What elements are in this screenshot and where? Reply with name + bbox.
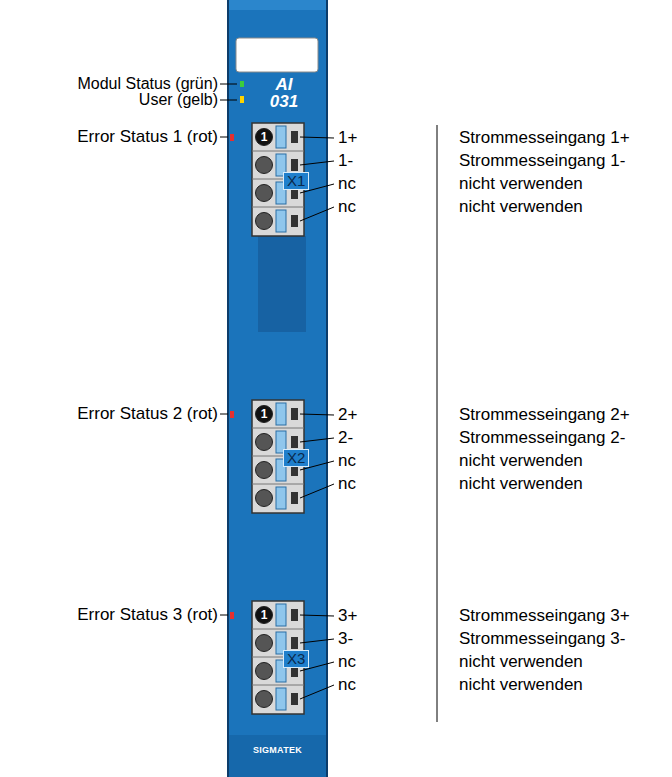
spring-clamp: [276, 126, 286, 148]
pin-name: nc: [338, 451, 356, 471]
pin-description: Strommesseingang 3-: [459, 629, 625, 649]
pin-name: 1+: [338, 128, 357, 148]
led-red: [230, 411, 234, 418]
release-button: [256, 490, 273, 507]
error-led-label: Error Status 3 (rot): [77, 605, 218, 625]
led-yellow: [240, 96, 244, 103]
wire-entry: [291, 131, 298, 143]
pin-description: nicht verwenden: [459, 675, 583, 695]
pin-description: Strommesseingang 2-: [459, 428, 625, 448]
spring-clamp: [276, 487, 286, 509]
pin-description: nicht verwenden: [459, 174, 583, 194]
pin-name: nc: [338, 474, 356, 494]
wire-entry: [291, 215, 298, 227]
leader-line: [220, 414, 228, 415]
pin-description: Strommesseingang 2+: [459, 405, 630, 425]
release-button: [256, 663, 273, 680]
led-green: [240, 81, 244, 87]
separator-line: [437, 125, 438, 722]
label-window: [236, 38, 318, 72]
wire-entry: [291, 159, 298, 171]
release-button: [256, 434, 273, 451]
leader-line: [300, 615, 334, 616]
wire-entry: [291, 637, 298, 649]
pin-number: 1: [261, 407, 268, 421]
release-button: [256, 406, 273, 423]
status-label: User (gelb): [139, 90, 218, 110]
release-button: [256, 129, 273, 146]
pin-name: 1-: [338, 151, 353, 171]
release-button: [256, 462, 273, 479]
terminal-divider: [252, 428, 304, 429]
pin-name: nc: [338, 197, 356, 217]
leader-line: [220, 615, 228, 616]
spring-clamp: [276, 604, 286, 626]
release-button: [256, 691, 273, 708]
error-led-label: Error Status 1 (rot): [77, 127, 218, 147]
leader-line: [300, 685, 334, 699]
wire-entry: [291, 693, 298, 705]
connector-label: X2: [283, 449, 309, 467]
terminal-divider: [252, 685, 304, 686]
leader-line: [300, 438, 334, 442]
pin-description: Strommesseingang 1+: [459, 128, 630, 148]
pin-name: nc: [338, 652, 356, 672]
connector-label: X3: [283, 650, 309, 668]
wire-entry: [291, 492, 298, 504]
module-type: AI 031: [262, 76, 306, 110]
leader-line: [300, 161, 334, 165]
io-module: AI 031SIGMATEK: [228, 0, 327, 777]
pin-description: nicht verwenden: [459, 652, 583, 672]
leader-line: [300, 639, 334, 643]
spring-clamp: [276, 210, 286, 232]
leader-line: [220, 100, 237, 101]
terminal-divider: [252, 207, 304, 208]
pin-description: nicht verwenden: [459, 474, 583, 494]
module-cap: [229, 0, 326, 10]
wire-entry: [291, 408, 298, 420]
pin-description: nicht verwenden: [459, 197, 583, 217]
leader-line: [220, 137, 228, 138]
brand-name: SIGMATEK: [228, 744, 327, 756]
leader-line: [300, 137, 334, 138]
leader-line: [220, 84, 237, 85]
led-red: [230, 612, 234, 619]
release-button: [256, 157, 273, 174]
module-body: [228, 0, 327, 777]
release-button: [256, 185, 273, 202]
spring-clamp: [276, 403, 286, 425]
wire-entry: [291, 609, 298, 621]
release-button: [256, 213, 273, 230]
module-foot: [229, 735, 326, 777]
pin-name: 2-: [338, 428, 353, 448]
pin-name: nc: [338, 675, 356, 695]
pin-name: 2+: [338, 405, 357, 425]
terminal-divider: [252, 484, 304, 485]
leader-line: [300, 484, 334, 498]
connector-label: X1: [283, 172, 309, 190]
pin-number: 1: [261, 608, 268, 622]
pin-description: Strommesseingang 3+: [459, 606, 630, 626]
leader-line: [300, 414, 334, 415]
pin-name: nc: [338, 174, 356, 194]
led-red: [230, 134, 234, 141]
pin-description: Strommesseingang 1-: [459, 151, 625, 171]
spring-clamp: [276, 688, 286, 710]
pin-description: nicht verwenden: [459, 451, 583, 471]
leader-line: [300, 207, 334, 221]
error-led-label: Error Status 2 (rot): [77, 404, 218, 424]
pin-name: 3+: [338, 606, 357, 626]
terminal-divider: [252, 151, 304, 152]
pin-name: 3-: [338, 629, 353, 649]
release-button: [256, 607, 273, 624]
pin-number: 1: [261, 130, 268, 144]
module-stripe: [258, 236, 306, 332]
release-button: [256, 635, 273, 652]
wire-entry: [291, 436, 298, 448]
terminal-divider: [252, 629, 304, 630]
